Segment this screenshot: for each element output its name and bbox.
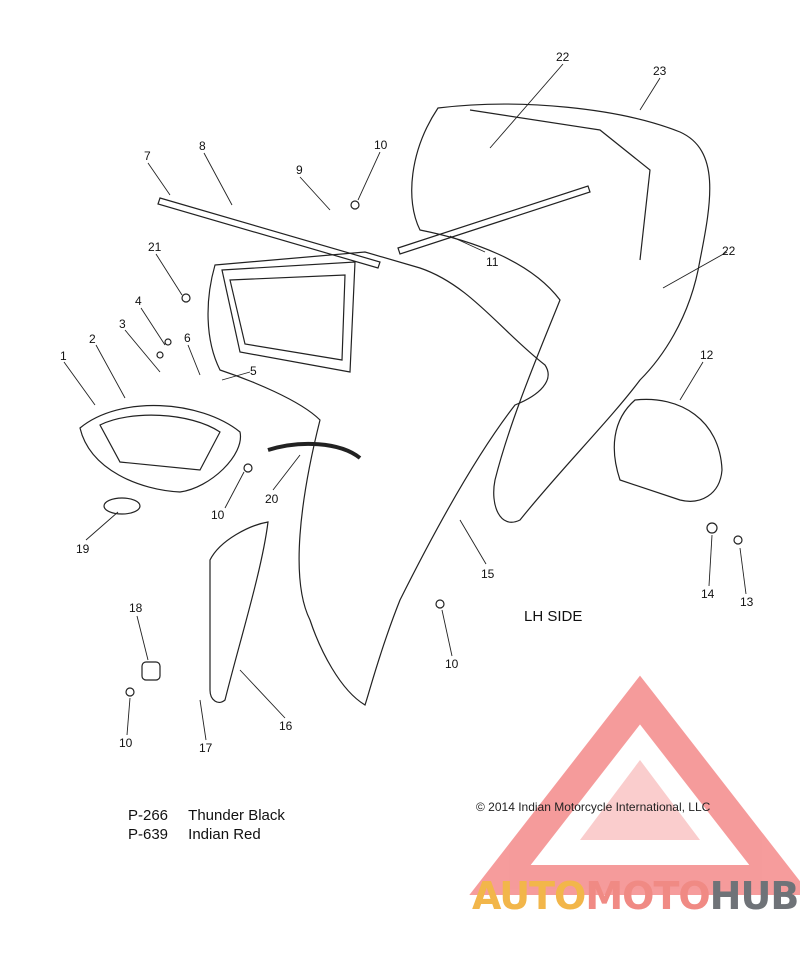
callout-10-c: 10 <box>445 657 459 671</box>
brand-part-moto: MOTO <box>585 874 710 918</box>
callout-22-b: 22 <box>722 244 736 258</box>
callout-17: 17 <box>199 741 213 755</box>
pivot-bushing <box>141 661 161 681</box>
callout-1: 1 <box>60 349 67 363</box>
legend-row: P-266 Thunder Black <box>128 806 285 825</box>
callout-14: 14 <box>701 587 715 601</box>
badge-plate <box>103 497 141 515</box>
callout-10-d: 10 <box>119 736 133 750</box>
callout-15: 15 <box>481 567 495 581</box>
callout-20: 20 <box>265 492 279 506</box>
callout-22-a: 22 <box>556 50 570 64</box>
paint-code: P-639 <box>128 826 169 843</box>
watermark-brand: AUTOMOTOHUB <box>472 874 800 918</box>
fairing-parts <box>79 103 743 706</box>
callout-10-a: 10 <box>374 138 388 152</box>
windshield <box>411 103 711 523</box>
callout-4: 4 <box>135 294 142 308</box>
brand-part-hub: HUB <box>709 874 800 918</box>
callout-labels: 1 2 3 4 5 6 7 8 9 10 10 10 10 11 12 13 1… <box>60 50 754 755</box>
legend-row: P-639 Indian Red <box>128 825 285 844</box>
gauge-cover <box>79 405 242 493</box>
copyright-notice: © 2014 Indian Motorcycle International, … <box>476 800 711 814</box>
side-label: LH SIDE <box>524 608 583 625</box>
callout-5: 5 <box>250 364 257 378</box>
callout-6: 6 <box>184 331 191 345</box>
callout-16: 16 <box>279 719 293 733</box>
callout-11: 11 <box>486 255 499 269</box>
callout-2: 2 <box>89 332 96 346</box>
paint-code: P-266 <box>128 807 169 824</box>
callout-12: 12 <box>700 348 714 362</box>
paint-name: Indian Red <box>188 826 261 843</box>
trim-strip-11 <box>397 185 591 255</box>
callout-23: 23 <box>653 64 667 78</box>
paint-name: Thunder Black <box>188 807 285 824</box>
callout-9: 9 <box>296 163 303 177</box>
leader-lines <box>63 63 747 741</box>
brand-part-auto: AUTO <box>472 874 586 918</box>
color-legend: P-266 Thunder Black P-639 Indian Red <box>128 806 285 844</box>
callout-7: 7 <box>144 149 151 163</box>
mirror-bracket <box>613 398 723 502</box>
callout-8: 8 <box>199 139 206 153</box>
callout-3: 3 <box>119 317 126 331</box>
inner-fairing-panel <box>207 251 549 706</box>
callout-19: 19 <box>76 542 90 556</box>
storage-pocket <box>209 521 269 703</box>
callout-10-b: 10 <box>211 508 225 522</box>
callout-21: 21 <box>148 240 162 254</box>
callout-18: 18 <box>129 601 143 615</box>
watermark-logo <box>469 675 800 895</box>
callout-13: 13 <box>740 595 754 609</box>
trim-strip <box>157 197 381 269</box>
